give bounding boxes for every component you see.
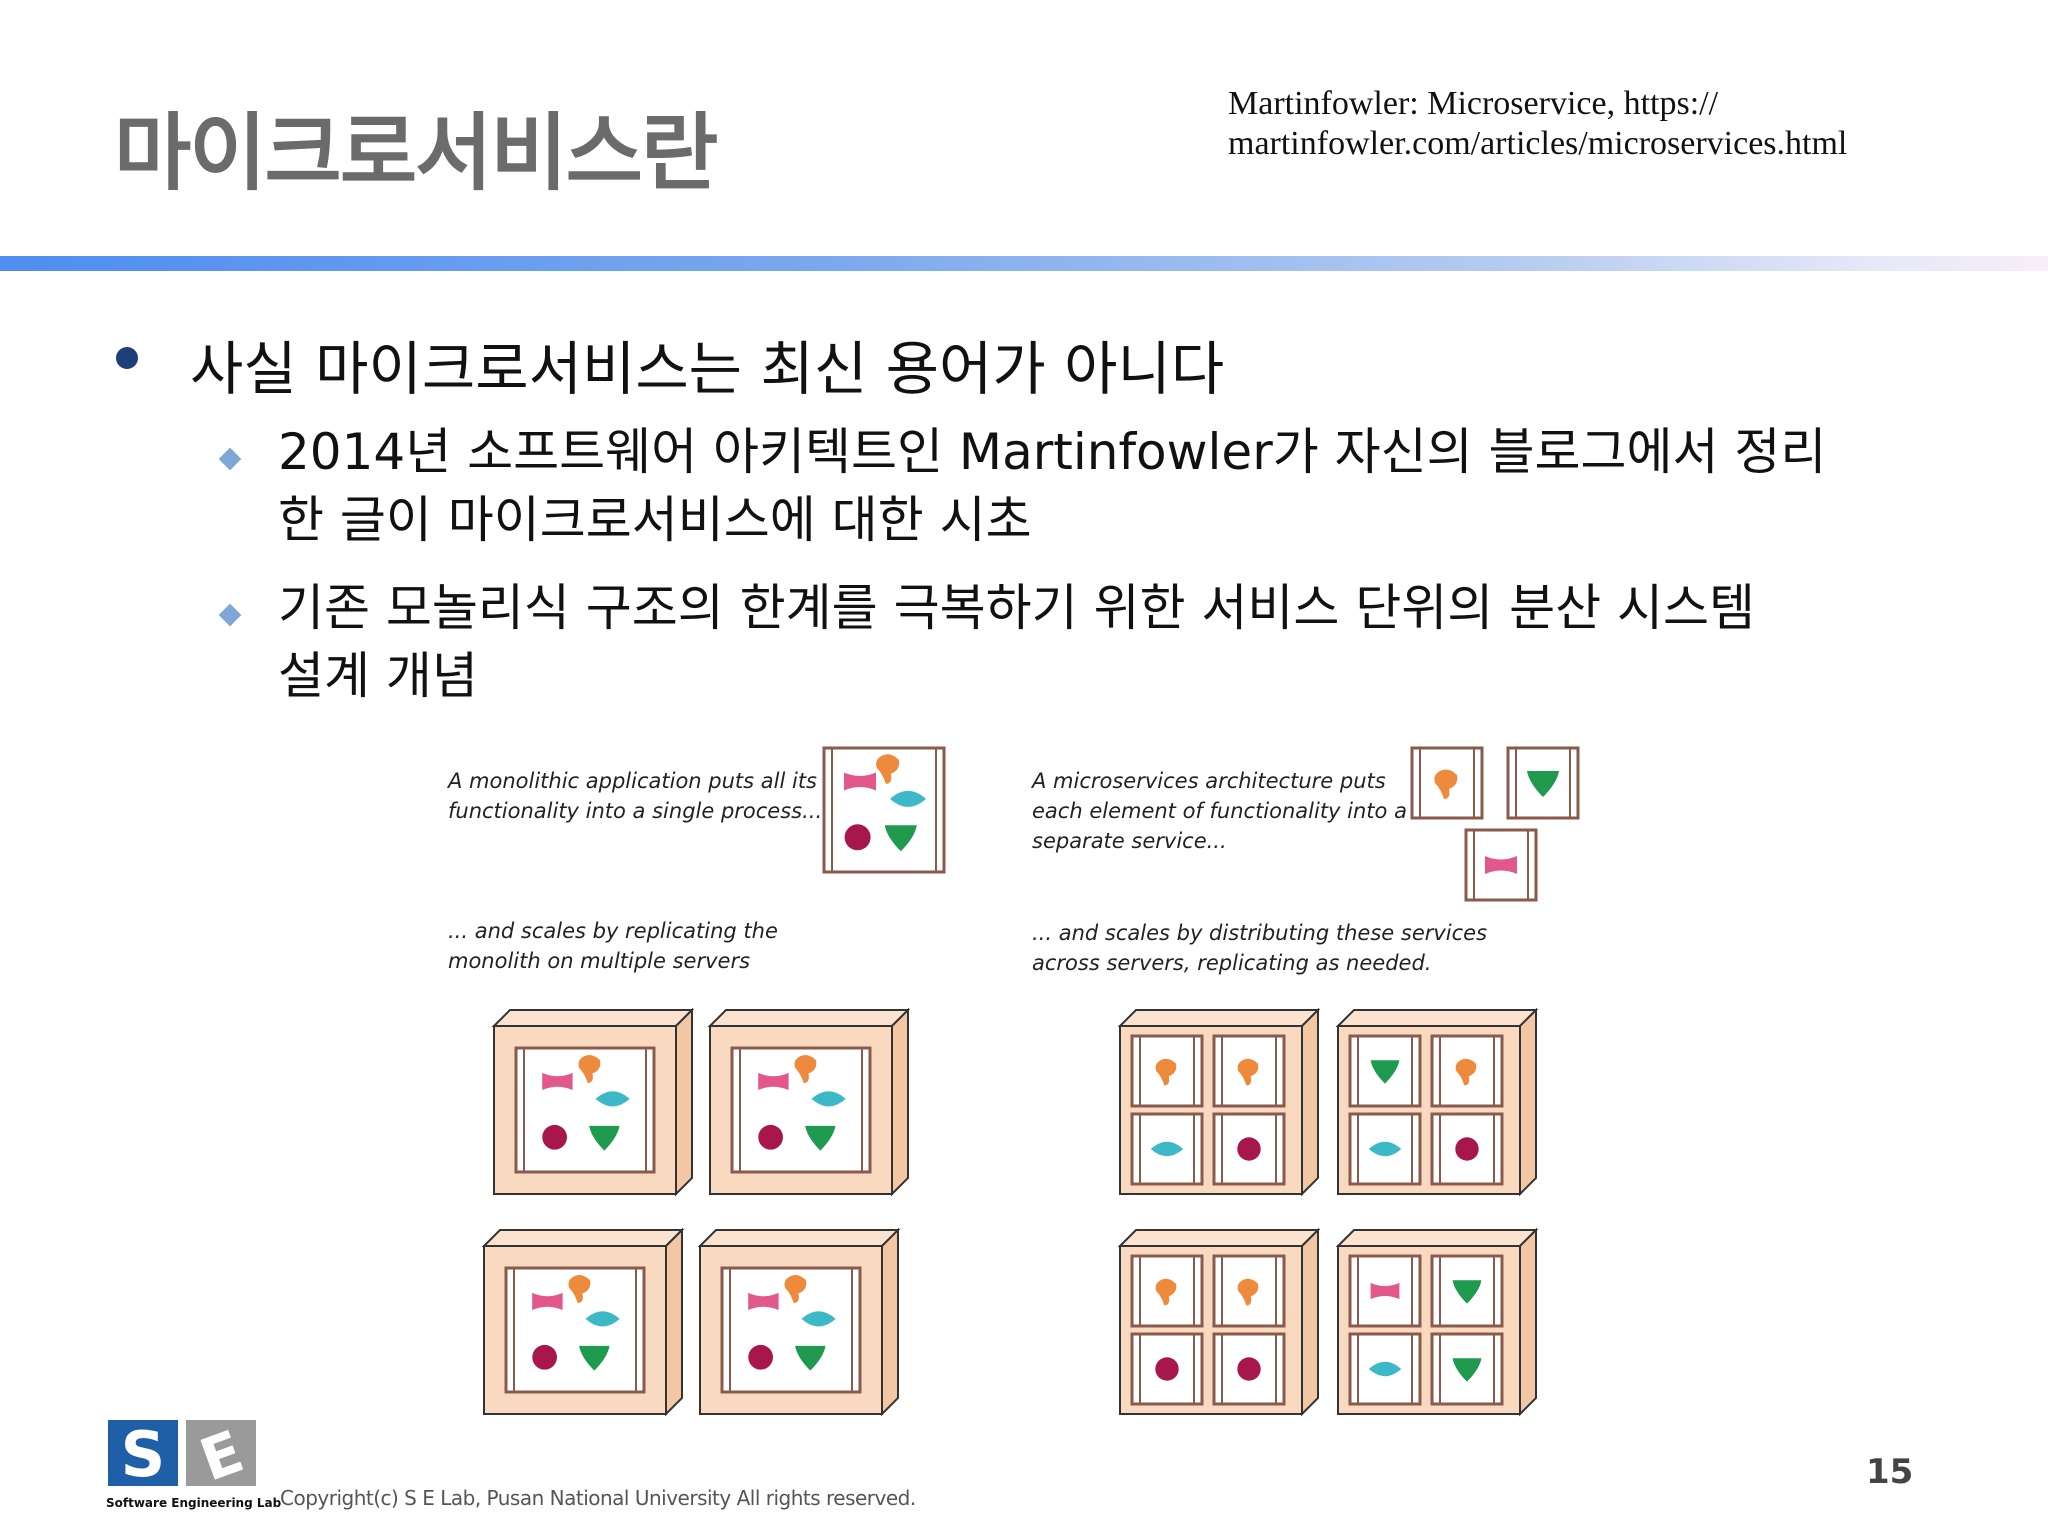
pink-component-icon	[532, 1292, 563, 1311]
sub-bullet-1: 2014년 소프트웨어 아키텍트인 Martinfowler가 자신의 블로그에…	[278, 418, 1918, 554]
monolith-server-top	[697, 1229, 901, 1247]
monolith-server-top	[491, 1009, 695, 1027]
pink-component-icon	[1485, 856, 1517, 874]
microservice-server-top	[1117, 1009, 1321, 1027]
sub-bullet-2: 기존 모놀리식 구조의 한계를 극복하기 위한 서비스 단위의 분산 시스템 설…	[278, 574, 1918, 710]
sub-bullet-2-line-1: 기존 모놀리식 구조의 한계를 극복하기 위한 서비스 단위의 분산 시스템	[278, 579, 1756, 637]
teal-component-icon	[595, 1091, 630, 1107]
teal-component-icon	[1150, 1141, 1184, 1157]
slide-title: 마이크로서비스란	[114, 104, 718, 202]
green-component-icon	[1370, 1060, 1400, 1084]
microservices-scale-line-2: across servers, replicating as needed.	[1032, 951, 1432, 975]
orange-component-icon	[876, 754, 900, 784]
maroon-component-icon	[844, 824, 871, 851]
monolith-caption-line-1: A monolithic application puts all its	[448, 769, 817, 793]
microservice-server-side	[1301, 1227, 1319, 1417]
monolith-scale-line-2: monolith on multiple servers	[448, 949, 751, 973]
monolith-server-side	[891, 1007, 909, 1197]
teal-component-icon	[585, 1311, 620, 1327]
microservice-server-top	[1335, 1229, 1539, 1247]
monolith-scale-caption: ... and scales by replicating the monoli…	[448, 916, 778, 976]
green-component-icon	[579, 1345, 610, 1371]
bullet-1-text: 사실 마이크로서비스는 최신 용어가 아니다	[190, 335, 1225, 403]
pink-component-icon	[748, 1292, 779, 1311]
reference-line-1: Martinfowler: Microservice, https://	[1228, 85, 1719, 122]
monolith-caption: A monolithic application puts all its fu…	[448, 766, 822, 826]
teal-component-icon	[801, 1311, 836, 1327]
monolith-scale-line-1: ... and scales by replicating the	[448, 919, 778, 943]
microservice-server-top	[1335, 1009, 1539, 1027]
orange-component-icon	[568, 1274, 591, 1304]
microservices-scale-caption: ... and scales by distributing these ser…	[1032, 918, 1487, 978]
orange-component-icon	[794, 1054, 817, 1084]
bullet-dot-icon	[116, 347, 138, 369]
maroon-component-icon	[1237, 1357, 1261, 1381]
green-component-icon	[795, 1345, 826, 1371]
title-gradient-bar	[0, 256, 2048, 271]
monolith-server-top	[481, 1229, 685, 1247]
microservice-server-side	[1519, 1227, 1537, 1417]
monolith-server-side	[665, 1227, 683, 1417]
pink-component-icon	[758, 1072, 789, 1091]
service-process	[1212, 1112, 1286, 1186]
maroon-component-icon	[1155, 1357, 1179, 1381]
reference-line-2: martinfowler.com/articles/microservices.…	[1228, 125, 1848, 162]
sub-bullet-1-line-1: 2014년 소프트웨어 아키텍트인 Martinfowler가 자신의 블로그에…	[278, 423, 1827, 481]
pink-component-icon	[1370, 1282, 1400, 1300]
maroon-component-icon	[748, 1344, 773, 1370]
maroon-component-icon	[542, 1124, 567, 1150]
monolith-server-side	[881, 1227, 899, 1417]
teal-component-icon	[890, 790, 926, 807]
orange-component-icon	[1155, 1278, 1177, 1306]
microservices-scale-line-1: ... and scales by distributing these ser…	[1032, 921, 1488, 945]
microservices-caption-line-2: each element of functionality into a	[1032, 799, 1407, 823]
orange-component-icon	[784, 1274, 807, 1304]
sub-bullet-2-line-2: 설계 개념	[278, 647, 478, 705]
page-number: 15	[1866, 1452, 1914, 1492]
sub-bullet-1-line-2: 한 글이 마이크로서비스에 대한 시초	[278, 491, 1032, 549]
pink-component-icon	[844, 772, 876, 791]
maroon-component-icon	[1455, 1137, 1479, 1161]
orange-component-icon	[578, 1054, 601, 1084]
orange-component-icon	[1237, 1058, 1259, 1086]
microservices-caption-line-3: separate service...	[1032, 829, 1227, 853]
se-lab-logo: S E	[108, 1418, 256, 1495]
microservice-server-side	[1301, 1007, 1319, 1197]
maroon-component-icon	[758, 1124, 783, 1150]
green-component-icon	[1452, 1358, 1482, 1382]
svg-text:S: S	[121, 1418, 166, 1491]
logo-caption: Software Engineering Lab	[106, 1496, 282, 1510]
green-component-icon	[805, 1125, 836, 1151]
monolith-server-side	[675, 1007, 693, 1197]
orange-component-icon	[1155, 1058, 1177, 1086]
orange-component-icon	[1455, 1058, 1477, 1086]
copyright-text: Copyright(c) S E Lab, Pusan National Uni…	[280, 1486, 916, 1510]
monolith-server-top	[707, 1009, 911, 1027]
green-component-icon	[1452, 1280, 1482, 1304]
orange-component-icon	[1237, 1278, 1259, 1306]
service-process	[1506, 746, 1580, 820]
pink-component-icon	[542, 1072, 573, 1091]
teal-component-icon	[1368, 1361, 1402, 1377]
maroon-component-icon	[1237, 1137, 1261, 1161]
microservice-server-side	[1519, 1007, 1537, 1197]
reference-citation: Martinfowler: Microservice, https:// mar…	[1228, 84, 1928, 164]
orange-component-icon	[1434, 769, 1458, 799]
green-component-icon	[589, 1125, 620, 1151]
maroon-component-icon	[532, 1344, 557, 1370]
microservice-server-top	[1117, 1229, 1321, 1247]
green-component-icon	[1527, 771, 1559, 797]
monolith-caption-line-2: functionality into a single process...	[448, 799, 823, 823]
teal-component-icon	[811, 1091, 846, 1107]
microservices-caption: A microservices architecture puts each e…	[1032, 766, 1407, 856]
microservices-caption-line-1: A microservices architecture puts	[1032, 769, 1386, 793]
teal-component-icon	[1368, 1141, 1402, 1157]
green-component-icon	[884, 825, 917, 852]
